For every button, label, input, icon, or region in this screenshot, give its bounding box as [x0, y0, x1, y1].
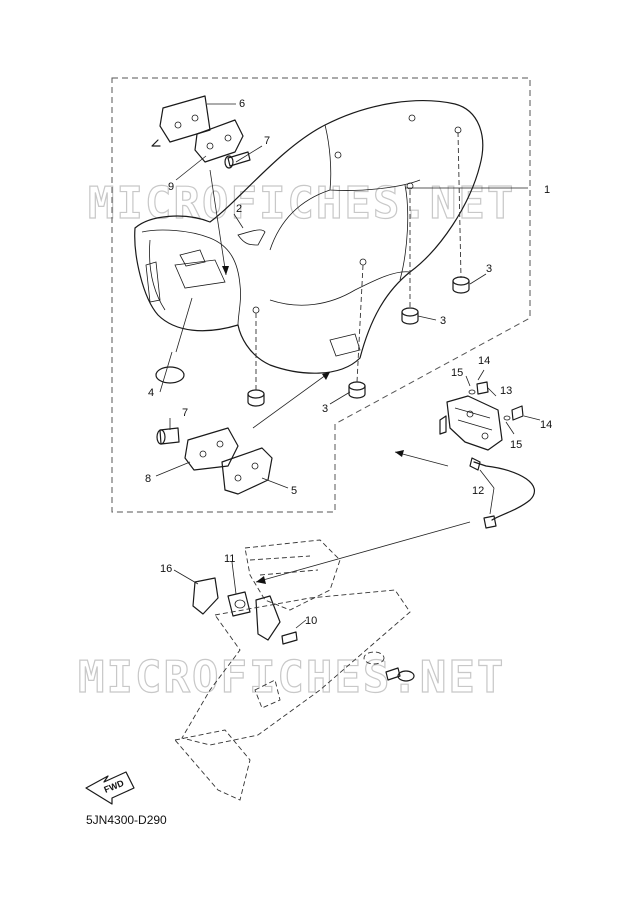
callout-13: 13: [500, 385, 512, 397]
frame-outline: [174, 539, 411, 801]
callout-4: 4: [148, 387, 154, 399]
callout-7-lower: 7: [182, 407, 188, 419]
diagram-code: 5JN4300-D290: [86, 813, 167, 827]
callout-3-right: 3: [486, 263, 492, 275]
callout-9: 9: [168, 181, 174, 193]
callout-15-top: 15: [451, 367, 463, 379]
key-lock: [192, 577, 298, 645]
callout-16: 16: [160, 563, 172, 575]
fwd-arrow-icon: FWD: [85, 771, 135, 805]
fwd-label: FWD: [103, 778, 126, 795]
seal-ring: [155, 366, 185, 384]
watermark-bottom: MICROFICHES.NET: [78, 652, 505, 703]
seat-lock-cable: [469, 457, 536, 529]
callout-14-right: 14: [540, 419, 552, 431]
callout-14-top: 14: [478, 355, 490, 367]
callout-2: 2: [236, 203, 242, 215]
callout-6: 6: [239, 98, 245, 110]
rear-brackets: [184, 427, 273, 495]
watermark-top: MICROFICHES.NET: [88, 178, 515, 229]
callout-1: 1: [544, 184, 550, 196]
callout-3-middle: 3: [440, 315, 446, 327]
callout-10: 10: [305, 615, 317, 627]
damper-rubbers: [247, 276, 470, 407]
seat: [134, 100, 484, 374]
front-brackets: [151, 95, 244, 163]
callout-7-upper: 7: [264, 135, 270, 147]
callout-11: 11: [224, 553, 235, 565]
direction-arrows: [209, 169, 471, 584]
alignment-lines: [255, 131, 462, 390]
callout-8: 8: [145, 473, 151, 485]
bolts: [156, 151, 251, 445]
callout-numbers: 6 7 9 2 1 3 3 3 4 7 8 5 14 15 13 14 15 1…: [145, 98, 552, 627]
ignition-key: [385, 667, 415, 682]
leader-lines: [155, 103, 541, 629]
callout-5: 5: [291, 485, 297, 497]
callout-15-right: 15: [510, 439, 522, 451]
assembly-boundary: [111, 77, 531, 513]
seat-lock-assembly: [439, 381, 524, 451]
callout-12: 12: [472, 485, 484, 497]
callout-3-left: 3: [322, 403, 328, 415]
